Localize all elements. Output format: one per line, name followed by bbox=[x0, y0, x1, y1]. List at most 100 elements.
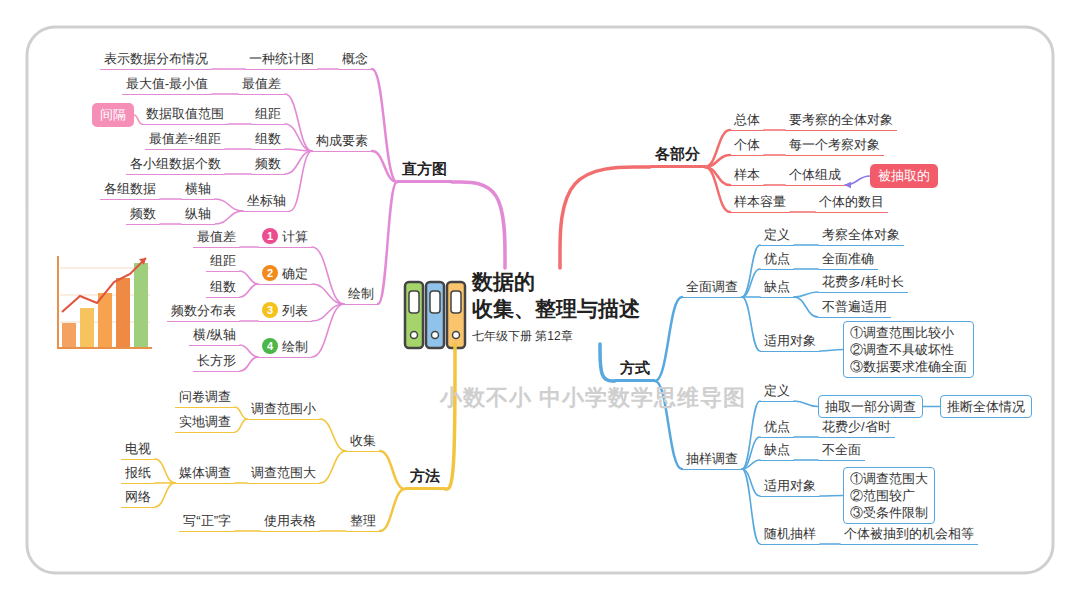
branch-topic: 构成要素 bbox=[312, 132, 372, 152]
branch-topic: 绘制 bbox=[344, 285, 378, 305]
branch-line bbox=[764, 129, 785, 131]
central-topic: 数据的 收集、整理与描述七年级下册 第12章 bbox=[400, 268, 640, 344]
topic-text: 整理 bbox=[350, 513, 376, 528]
branch-line bbox=[380, 451, 405, 489]
main-branch: 直方图 bbox=[397, 160, 452, 183]
branch-line bbox=[235, 407, 247, 419]
step-number: 3 bbox=[262, 302, 278, 318]
branch-topic: 定义 bbox=[760, 226, 794, 246]
branch-topic: 适用对象 bbox=[760, 477, 820, 497]
topic-text: 构成要素 bbox=[316, 133, 368, 148]
branch-topic: 最值差 bbox=[238, 75, 285, 95]
branch-line bbox=[372, 151, 397, 182]
branch-topic: 长方形 bbox=[193, 352, 240, 372]
branch-topic: 报纸 bbox=[121, 464, 155, 484]
branch-topic: 实地调查 bbox=[175, 413, 235, 433]
branch-topic: 调查范围小 bbox=[247, 400, 320, 420]
branch-line bbox=[155, 483, 175, 507]
branch-topic: 样本容量 bbox=[730, 193, 790, 213]
branch-topic: 组数 bbox=[251, 130, 285, 150]
topic-text: 数据的 收集、整理与描述 bbox=[472, 268, 640, 322]
topic-text: 缺点 bbox=[764, 279, 790, 294]
branch-line bbox=[378, 182, 397, 304]
topic-text: 要考察的全体对象 bbox=[789, 112, 893, 127]
branch-line bbox=[312, 304, 344, 357]
branch-line bbox=[742, 297, 760, 351]
branch-topic: 样本 bbox=[730, 166, 764, 186]
bar-chart-illustration bbox=[57, 256, 152, 349]
branch-line bbox=[285, 149, 312, 151]
binder-icon bbox=[405, 282, 465, 348]
topic-text: 一种统计图 bbox=[249, 51, 314, 66]
branch-line bbox=[215, 211, 243, 224]
title-line: 收集、整理与描述 bbox=[472, 295, 640, 322]
trend-arrow bbox=[139, 258, 146, 265]
topic-text: 数据取值范围 bbox=[146, 106, 224, 121]
step-number: 2 bbox=[262, 265, 278, 281]
branch-topic: 表示数据分布情况 bbox=[100, 50, 212, 70]
branch-line bbox=[742, 245, 760, 297]
topic-text: ③数据要求准确全面 bbox=[850, 358, 967, 375]
branch-line bbox=[320, 530, 346, 532]
branch-line bbox=[742, 469, 760, 544]
trend-line bbox=[62, 258, 146, 312]
branch-topic: 横轴 bbox=[181, 180, 215, 200]
topic-text: 个体 bbox=[734, 137, 760, 152]
branch-line bbox=[160, 223, 181, 225]
step-topic: 2 确定 bbox=[258, 265, 312, 285]
topic-text: 样本 bbox=[734, 167, 760, 182]
topic-text: 确定 bbox=[282, 266, 308, 281]
topic-text: 各部分 bbox=[655, 145, 700, 162]
branch-line bbox=[212, 68, 245, 70]
branch-line bbox=[240, 357, 258, 371]
topic-text: ②范围较广 bbox=[850, 487, 928, 504]
main-branch: 各部分 bbox=[650, 145, 705, 168]
branch-topic: 个体组成 bbox=[785, 166, 845, 186]
topic-text: ②调查不具破坏性 bbox=[850, 341, 967, 358]
topic-text: 收集 bbox=[350, 433, 376, 448]
topic-text: 最值差 bbox=[197, 229, 236, 244]
bar bbox=[116, 278, 130, 348]
topic-text: 不全面 bbox=[822, 442, 861, 457]
topic-text: 使用表格 bbox=[264, 513, 316, 528]
branch-line bbox=[225, 173, 251, 175]
branch-line bbox=[235, 419, 247, 432]
topic-text: 频数 bbox=[130, 206, 156, 221]
binder-ring bbox=[432, 332, 439, 339]
branch-line bbox=[820, 543, 840, 545]
topic-text: 媒体调查 bbox=[179, 465, 231, 480]
branch-line bbox=[820, 495, 843, 497]
topic-text: 各组数据 bbox=[104, 181, 156, 196]
topic-text: 绘制 bbox=[348, 286, 374, 301]
branch-line bbox=[445, 344, 455, 489]
topic-text: 总体 bbox=[734, 112, 760, 127]
topic-text: 计算 bbox=[282, 229, 308, 244]
topic-text: 优点 bbox=[764, 251, 790, 266]
title-line: 数据的 bbox=[472, 268, 640, 295]
branch-topic: 各小组数据个数 bbox=[126, 155, 225, 175]
step-topic: 3列表 bbox=[258, 302, 312, 322]
branch-line bbox=[160, 198, 181, 200]
topic-text: ①调查范围比较小 bbox=[850, 324, 967, 341]
main-branch: 方法 bbox=[405, 467, 445, 490]
binder-ring bbox=[453, 332, 460, 339]
binder-label bbox=[430, 291, 440, 313]
card-frame bbox=[27, 27, 1053, 573]
branch-topic: 花费多/耗时长 bbox=[818, 273, 908, 293]
branch-line bbox=[240, 320, 258, 322]
branch-line bbox=[215, 199, 243, 211]
binder bbox=[426, 282, 444, 348]
branch-line bbox=[225, 148, 251, 150]
branch-line bbox=[742, 437, 760, 469]
branch-line bbox=[705, 155, 730, 167]
branch-topic: 全面调查 bbox=[682, 278, 742, 298]
topic-text: 不普遍适用 bbox=[822, 299, 887, 314]
bar bbox=[98, 293, 112, 348]
branch-topic: 不全面 bbox=[818, 441, 865, 461]
branch-topic: 收集 bbox=[346, 432, 380, 452]
branch-line bbox=[820, 350, 843, 352]
topic-text: 花费多/耗时长 bbox=[822, 274, 904, 289]
topic-text: 组数 bbox=[210, 279, 236, 294]
note-box: ①调查范围大②范围较广③受条件限制 bbox=[843, 467, 935, 524]
branch-line bbox=[452, 182, 505, 268]
